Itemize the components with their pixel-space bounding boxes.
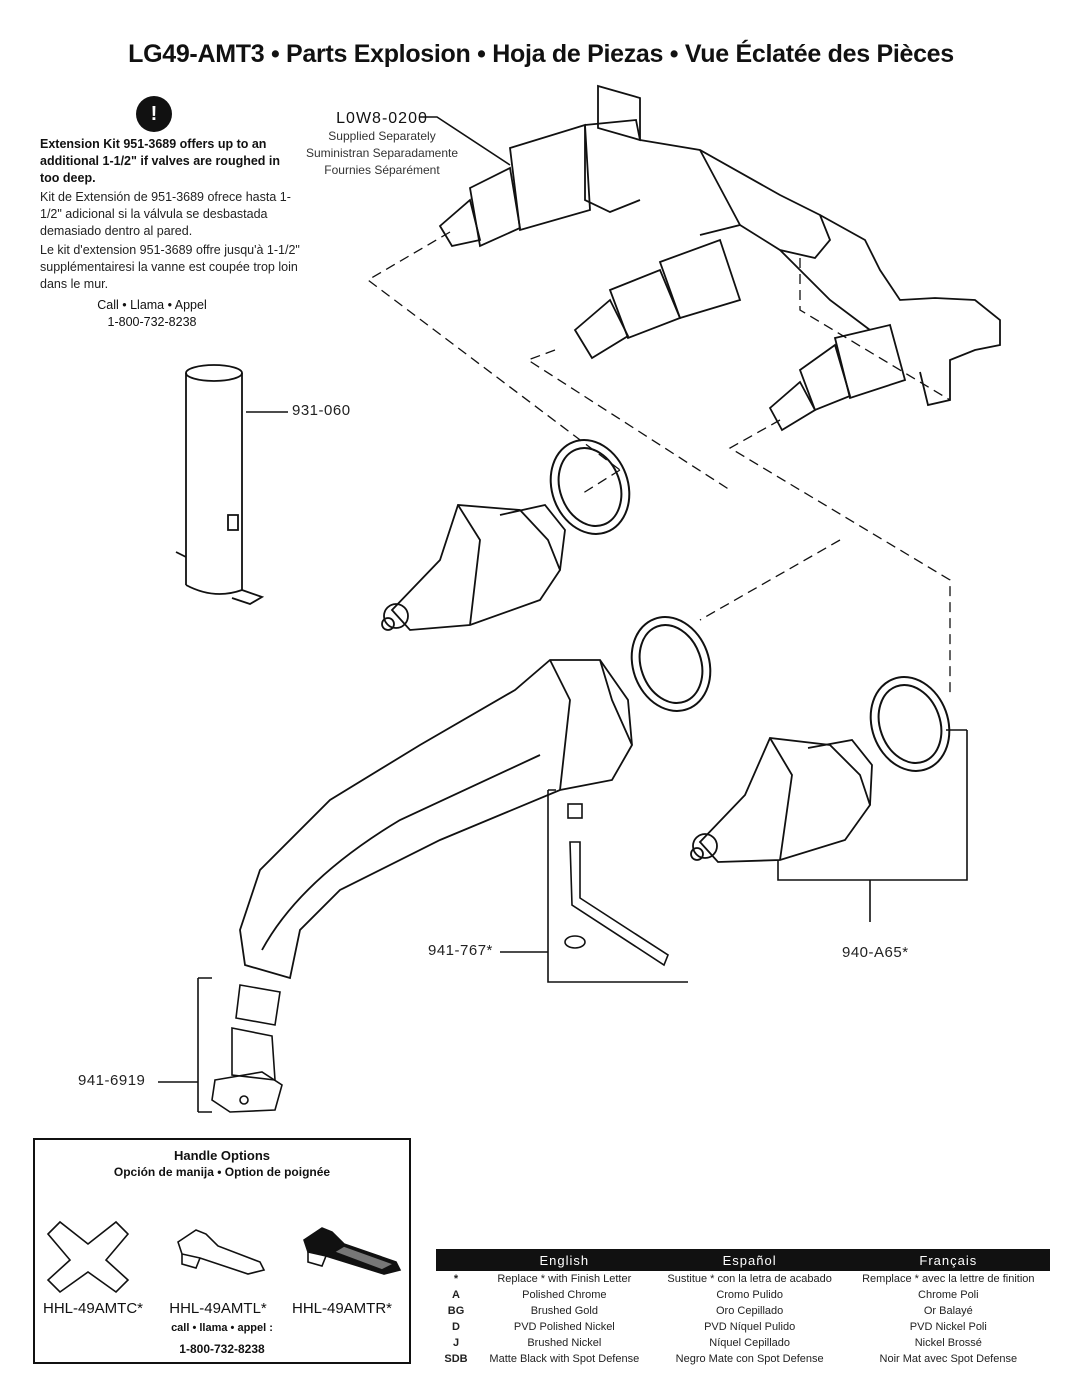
table-row: BG Brushed Gold Oro Cepillado Or Balayé	[436, 1303, 1050, 1319]
finish-spanish: Oro Cepillado	[716, 1305, 784, 1317]
finish-code: SDB	[444, 1353, 468, 1365]
kit-leader-line	[500, 789, 688, 983]
handle-option-cross-label: HHL-49AMTC*	[42, 1300, 144, 1317]
assembly-dashed-lines	[366, 231, 951, 698]
handle-options-subtitle: Opción de manija • Option de poignée	[113, 1165, 331, 1179]
finish-code: *	[453, 1273, 459, 1285]
valve-note-french: Fournies Séparément	[324, 163, 440, 177]
handle-options-box: Handle Options Opción de manija • Option…	[33, 1138, 411, 1364]
extension-sleeve-label: 931-060	[292, 402, 351, 419]
valve-callout: L0W8-0200 Supplied Separately Suministra…	[282, 110, 482, 179]
finish-spanish: PVD Níquel Pulido	[704, 1321, 796, 1333]
finish-english: PVD Polished Nickel	[513, 1321, 615, 1333]
finish-french: Nickel Brossé	[914, 1337, 982, 1349]
upper-handle	[381, 503, 566, 631]
finish-table-header: English Español Français	[436, 1249, 1050, 1271]
finish-header-english: English	[476, 1249, 653, 1271]
finish-spanish: Negro Mate con Spot Defense	[675, 1353, 824, 1365]
valve-note-spanish: Suministran Separadamente	[305, 146, 459, 160]
handle-option-lever-label: HHL-49AMTL*	[169, 1300, 267, 1317]
aerator-part-label: 941-6919	[78, 1072, 146, 1089]
handle-option-insert-label: HHL-49AMTR*	[291, 1300, 393, 1317]
finish-code-table: English Español Français * Replace * wit…	[436, 1249, 1050, 1367]
allen-wrench-and-set-screw	[564, 803, 669, 967]
finish-french: Noir Mat avec Spot Defense	[879, 1353, 1018, 1365]
finish-header-french: Français	[846, 1249, 1050, 1271]
handle-leader-line	[777, 729, 968, 922]
lower-handle	[690, 737, 873, 863]
finish-header-code	[436, 1249, 476, 1271]
table-row: A Polished Chrome Cromo Pulido Chrome Po…	[436, 1287, 1050, 1303]
handle-options-phone: 1-800-732-8238	[179, 1342, 265, 1356]
handle-part-label: 940-A65*	[842, 944, 909, 961]
finish-code: A	[452, 1289, 460, 1301]
page-title: LG49-AMT3 • Parts Explosion • Hoja de Pi…	[128, 40, 954, 68]
valve-note-english: Supplied Separately	[328, 129, 436, 143]
warning-icon: !	[136, 96, 172, 132]
finish-spanish: Cromo Pulido	[716, 1289, 783, 1301]
table-row: J Brushed Nickel Níquel Cepillado Nickel…	[436, 1335, 1050, 1351]
aerator-leader-line	[158, 977, 212, 1113]
finish-english: Brushed Gold	[530, 1305, 598, 1317]
wall-spout	[239, 659, 633, 980]
finish-french: Or Balayé	[923, 1305, 973, 1317]
extension-kit-note: ! Extension Kit 951-3689 offers up to an…	[40, 96, 300, 331]
o-ring-seals	[549, 439, 951, 772]
handle-options-title: Handle Options	[173, 1148, 271, 1163]
extension-note-english: Extension Kit 951-3689 offers up to an a…	[40, 137, 281, 185]
finish-english: Brushed Nickel	[527, 1337, 602, 1349]
valve-leader-line	[420, 116, 511, 166]
finish-french: PVD Nickel Poli	[909, 1321, 987, 1333]
lever-handle-insert-icon	[303, 1227, 402, 1275]
finish-code: D	[452, 1321, 460, 1333]
valve-part-number: L0W8-0200	[336, 110, 428, 127]
finish-spanish: Sustitue * con la letra de acabado	[667, 1273, 832, 1285]
rough-in-valve-body	[438, 84, 1001, 432]
finish-english: Matte Black with Spot Defense	[489, 1353, 640, 1365]
finish-code: J	[452, 1337, 460, 1349]
finish-header-spanish: Español	[652, 1249, 847, 1271]
set-screw-kit-label: 941-767*	[428, 942, 493, 959]
lever-handle-icon	[177, 1229, 266, 1275]
extension-call-label: Call • Llama • Appel	[97, 298, 207, 312]
table-row: * Replace * with Finish Letter Sustitue …	[436, 1271, 1050, 1287]
table-row: D PVD Polished Nickel PVD Níquel Pulido …	[436, 1319, 1050, 1335]
finish-code: BG	[447, 1305, 465, 1317]
extension-sleeve	[175, 364, 265, 605]
finish-spanish: Níquel Cepillado	[709, 1337, 790, 1349]
finish-english: Polished Chrome	[522, 1289, 607, 1301]
finish-french: Remplace * avec la lettre de finition	[862, 1273, 1035, 1285]
aerator-assembly	[211, 984, 283, 1113]
extension-phone: 1-800-732-8238	[107, 315, 197, 329]
table-row: SDB Matte Black with Spot Defense Negro …	[436, 1351, 1050, 1367]
cross-handle-icon	[46, 1220, 130, 1294]
extension-note-french: Le kit d'extension 951-3689 offre jusqu'…	[40, 243, 300, 291]
extension-note-spanish: Kit de Extensión de 951-3689 ofrece hast…	[40, 190, 291, 238]
finish-french: Chrome Poli	[918, 1289, 979, 1301]
handle-options-call: call • llama • appel :	[171, 1322, 273, 1334]
finish-english: Replace * with Finish Letter	[497, 1273, 632, 1285]
